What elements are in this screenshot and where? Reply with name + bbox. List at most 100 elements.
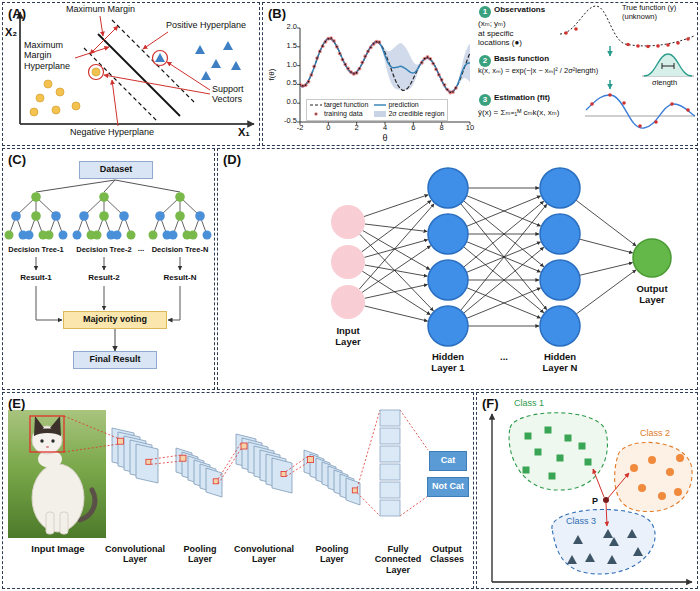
graphic-part — [92, 68, 100, 76]
process-box: Dataset — [79, 161, 153, 179]
training-point — [356, 72, 358, 74]
cnn-layers — [64, 410, 400, 516]
training-point — [312, 64, 316, 68]
training-point — [428, 57, 432, 61]
legend-row: prediction — [374, 101, 444, 110]
text-label: Observations — [494, 5, 545, 14]
graphic-part — [627, 529, 637, 538]
training-point — [427, 56, 429, 58]
tree-node — [51, 211, 61, 221]
training-point — [430, 58, 432, 60]
illustration-part — [297, 84, 300, 85]
neural-network — [331, 168, 671, 346]
training-point — [445, 88, 449, 92]
gp-chart — [300, 36, 470, 94]
graphic-part — [586, 95, 695, 128]
weight-line — [365, 285, 428, 299]
kernel-patch — [180, 455, 186, 461]
graphic-part — [8, 410, 106, 538]
text-label: 0 — [320, 124, 336, 133]
training-point — [332, 39, 336, 43]
tree-node — [99, 192, 109, 202]
training-point — [437, 73, 441, 77]
text-label: Maximum Margin — [66, 4, 135, 14]
text-label: Decision Tree-N — [147, 246, 213, 255]
graphic-part — [585, 553, 595, 562]
graphic-part — [509, 413, 607, 490]
graphic-part — [574, 27, 578, 31]
tree-leaf — [5, 231, 14, 240]
training-point — [367, 51, 369, 53]
weight-line — [579, 239, 632, 253]
training-point — [302, 85, 304, 87]
process-box: Cat — [429, 451, 467, 471]
tree-node — [11, 211, 21, 221]
training-point — [376, 41, 378, 43]
legend-text: 2σ credible region — [388, 110, 444, 119]
text-label: Negative Hyperplane — [70, 127, 154, 137]
graphic-part — [662, 66, 674, 67]
dense-unit — [380, 428, 400, 444]
graphic-part — [636, 44, 640, 48]
training-point — [311, 74, 313, 76]
text-label: 2.0 — [279, 23, 297, 32]
training-point — [449, 92, 451, 94]
weight-line — [467, 288, 541, 318]
text-label: Maximum Margin Hyperplane — [24, 40, 78, 71]
box-label: Dataset — [100, 165, 133, 175]
illustration-part — [310, 105, 322, 106]
training-point — [339, 53, 341, 55]
hidden-neuron — [540, 214, 580, 254]
graphic-part — [666, 43, 670, 47]
dense-unit — [380, 464, 400, 480]
knn-plot — [492, 413, 692, 582]
training-point — [346, 67, 350, 71]
graphic-part — [36, 286, 62, 320]
training-point — [421, 62, 423, 64]
illustration-part — [314, 112, 318, 116]
graphic-part — [590, 93, 690, 128]
receptive-field-line — [218, 449, 241, 484]
text-label: (xₘ; yₘ) — [478, 19, 506, 28]
text-label: Hidden Layer 1 — [420, 352, 476, 374]
graphic-part — [686, 108, 690, 112]
text-label: Estimation (fit) — [494, 93, 550, 102]
text-label: Convolutional Layer — [231, 544, 297, 565]
training-point — [359, 68, 361, 70]
tree-leaf — [189, 231, 198, 240]
graphic-part — [656, 44, 660, 48]
training-point — [335, 45, 339, 49]
graphic-part — [115, 180, 180, 192]
graphic-part — [603, 529, 613, 538]
graphic-part — [180, 257, 181, 270]
graphic-part — [60, 512, 68, 534]
graphic-part — [646, 45, 650, 49]
training-point — [369, 46, 373, 50]
weight-line — [362, 200, 431, 251]
training-point — [350, 71, 352, 73]
graphic-part — [674, 488, 682, 496]
graphic-part — [201, 71, 211, 80]
receptive-field-line — [151, 455, 180, 459]
text-label: Fully Connected Layer — [371, 544, 425, 575]
weight-line — [365, 306, 428, 321]
graphic-part — [525, 433, 532, 440]
process-box: Majority voting — [63, 311, 167, 329]
panel-letter: (F) — [482, 396, 499, 411]
text-label: Decision Tree-1 — [3, 246, 69, 255]
text-label: 6 — [405, 124, 421, 133]
text-label: Pooling Layer — [309, 544, 355, 565]
tree-leaf — [59, 231, 68, 240]
text-label: Input Image — [18, 544, 98, 555]
training-point — [443, 83, 447, 87]
training-point — [343, 62, 347, 66]
weight-line — [461, 204, 547, 310]
text-label: X₂ — [5, 26, 17, 39]
receptive-field-line — [357, 493, 380, 516]
hidden-neuron — [428, 306, 468, 346]
training-point — [300, 84, 301, 86]
box-label: Not Cat — [432, 482, 464, 492]
graphic-part — [51, 439, 54, 442]
graphic-part — [579, 443, 586, 450]
graphic-part — [638, 484, 646, 492]
